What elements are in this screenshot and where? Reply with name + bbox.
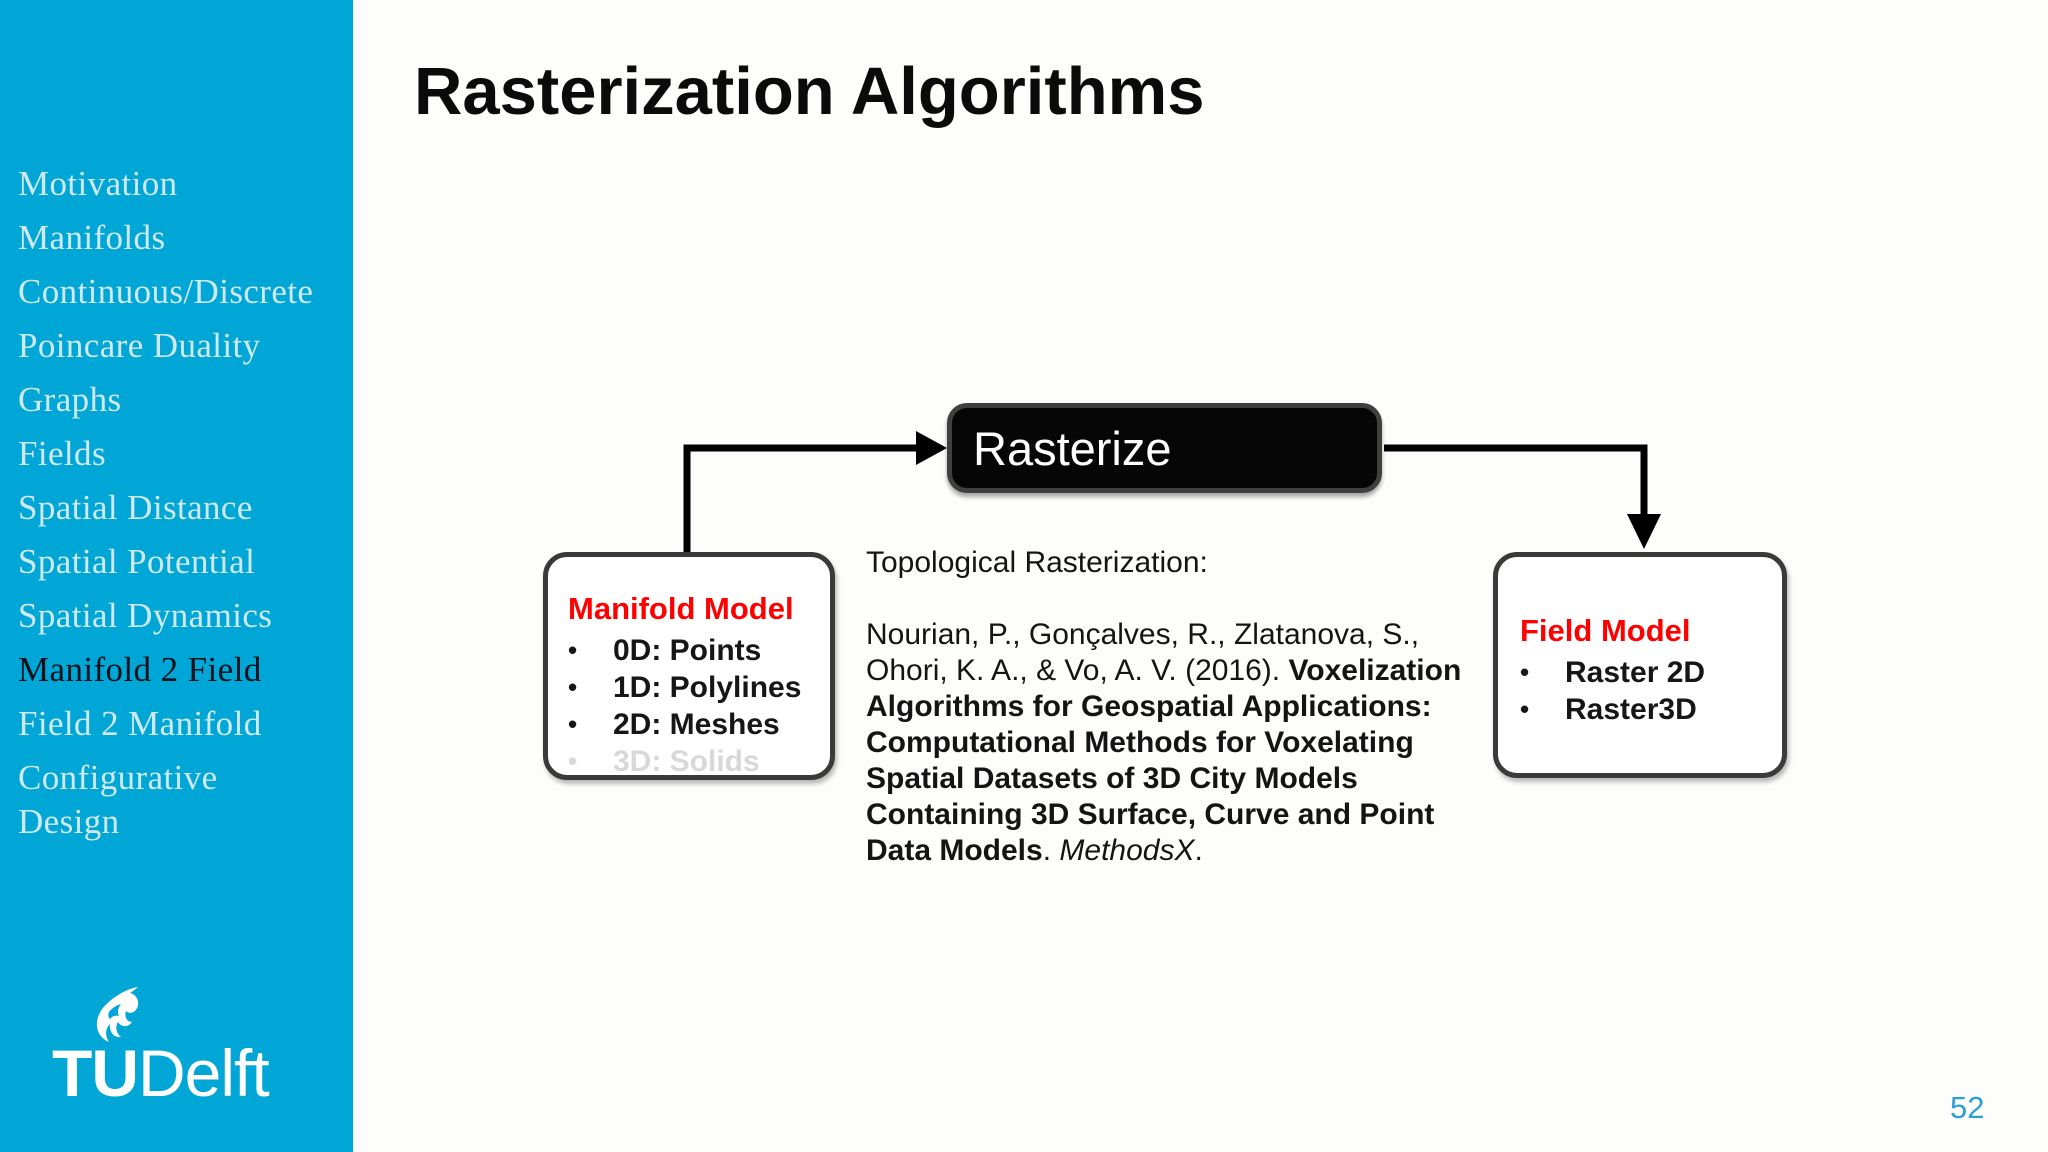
list-item: • 0D: Points xyxy=(568,632,830,669)
list-item: • Raster 2D xyxy=(1520,654,1782,691)
citation-text: Nourian, P., Gonçalves, R., Zlatanova, S… xyxy=(866,618,1420,651)
sidebar-item-field-2-manifold[interactable]: Field 2 Manifold xyxy=(18,704,262,743)
tu-delft-flame-icon xyxy=(96,987,139,1042)
bullet-icon: • xyxy=(1520,657,1530,687)
logo-tu-text: TU xyxy=(52,1036,139,1110)
bullet-icon: • xyxy=(568,746,578,776)
list-item-label: 2D: Meshes xyxy=(613,708,780,741)
rasterize-label: Rasterize xyxy=(973,421,1172,475)
manifold-model-title: Manifold Model xyxy=(568,591,794,626)
bullet-icon: • xyxy=(568,709,578,739)
list-item: • 2D: Meshes xyxy=(568,706,830,743)
citation-text: MethodsX xyxy=(1059,834,1195,867)
list-item: • 1D: Polylines xyxy=(568,669,830,706)
list-item: • Raster3D xyxy=(1520,691,1782,728)
tu-delft-logo: TUDelft xyxy=(52,987,270,1106)
sidebar-item-continuous-discrete[interactable]: Continuous/Discrete xyxy=(18,272,314,311)
bullet-icon: • xyxy=(1520,694,1530,724)
bullet-icon: • xyxy=(568,672,578,702)
sidebar-item-spatial-potential[interactable]: Spatial Potential xyxy=(18,542,256,581)
bullet-icon: • xyxy=(568,635,578,665)
citation-line: Ohori, K. A., & Vo, A. V. (2016). Voxeli… xyxy=(866,653,1461,689)
citation-line: Algorithms for Geospatial Applications: xyxy=(866,690,1432,723)
field-model-title: Field Model xyxy=(1520,613,1691,648)
sidebar-item-manifold-2-field[interactable]: Manifold 2 Field xyxy=(18,650,262,689)
sidebar-item-spatial-dynamics[interactable]: Spatial Dynamics xyxy=(18,596,273,635)
list-item-label: Raster3D xyxy=(1565,693,1697,726)
sidebar-item-manifolds[interactable]: Manifolds xyxy=(18,218,166,257)
citation-line: Spatial Datasets of 3D City Models xyxy=(866,762,1358,795)
rasterize-node: Rasterize xyxy=(947,403,1382,493)
manifold-model-list: • 0D: Points • 1D: Polylines • 2D: Meshes •… xyxy=(568,632,830,780)
list-item-disabled: • 3D: Solids xyxy=(568,743,830,780)
citation-block: Topological Rasterization: Nourian, P., … xyxy=(866,545,1461,869)
citation-line: Data Models. MethodsX. xyxy=(866,833,1461,869)
citation-spacer xyxy=(866,581,1461,617)
page-title: Rasterization Algorithms xyxy=(414,54,1205,129)
manifold-model-box: Manifold Model • 0D: Points • 1D: Polyline… xyxy=(543,552,835,780)
citation-text: Data Models xyxy=(866,834,1043,867)
sidebar-item-spatial-distance[interactable]: Spatial Distance xyxy=(18,488,253,527)
citation-heading: Topological Rasterization: xyxy=(866,546,1208,579)
field-model-list: • Raster 2D • Raster3D xyxy=(1520,654,1782,728)
sidebar-item-graphs[interactable]: Graphs xyxy=(18,380,122,419)
citation-text: Voxelization xyxy=(1288,654,1462,687)
arrowhead-right-icon xyxy=(916,431,947,465)
list-item-label: 3D: Solids xyxy=(613,745,760,778)
citation-line: Computational Methods for Voxelating xyxy=(866,726,1414,759)
sidebar-menu: Motivation Manifolds Continuous/Discrete… xyxy=(18,162,343,854)
page-number: 52 xyxy=(1950,1090,1985,1125)
field-model-box: Field Model • Raster 2D • Raster3D xyxy=(1493,552,1787,778)
list-item-label: Raster 2D xyxy=(1565,656,1706,689)
list-item-label: 1D: Polylines xyxy=(613,671,802,704)
sidebar-item-configurative-design[interactable]: Configurative Design xyxy=(18,758,218,841)
citation-text: . xyxy=(1042,834,1060,867)
citation-text: Ohori, K. A., & Vo, A. V. (2016). xyxy=(866,654,1289,687)
citation-line: Nourian, P., Gonçalves, R., Zlatanova, S… xyxy=(866,617,1461,653)
list-item-label: 0D: Points xyxy=(613,634,762,667)
sidebar-item-fields[interactable]: Fields xyxy=(18,434,106,473)
logo-delft-text: Delft xyxy=(137,1036,270,1110)
arrowhead-down-icon xyxy=(1627,514,1661,549)
citation-text: . xyxy=(1194,834,1203,867)
sidebar: Motivation Manifolds Continuous/Discrete… xyxy=(0,0,353,1152)
citation-line: Containing 3D Surface, Curve and Point xyxy=(866,798,1435,831)
sidebar-item-motivation[interactable]: Motivation xyxy=(18,164,178,203)
sidebar-item-poincare-duality[interactable]: Poincare Duality xyxy=(18,326,261,365)
tu-delft-wordmark: TUDelft xyxy=(52,1040,270,1106)
